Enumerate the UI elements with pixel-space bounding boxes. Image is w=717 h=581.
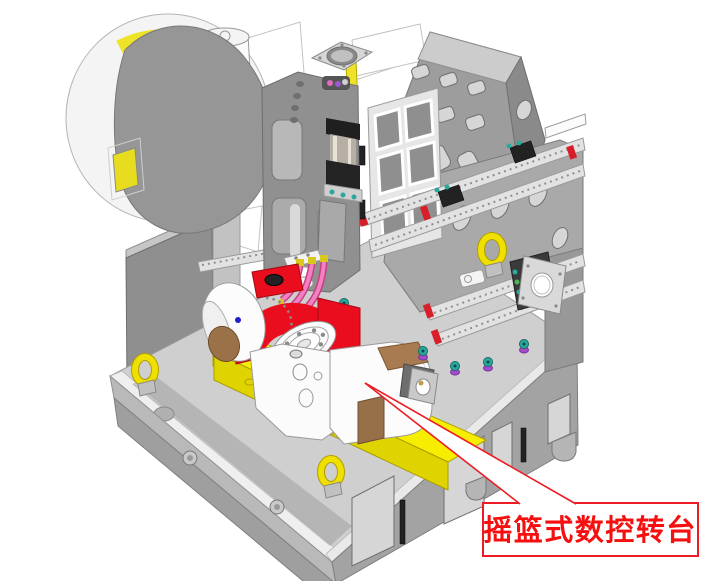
lifting-eyebolt	[317, 455, 345, 499]
rail-clamp-red	[419, 205, 432, 221]
spindle-slide	[317, 199, 347, 263]
bed-slot	[399, 499, 406, 545]
brown-cover	[377, 341, 429, 371]
rail-carriage	[434, 184, 465, 208]
bolt	[450, 361, 460, 376]
column-pillar	[290, 204, 300, 258]
spindle-motor	[323, 118, 363, 203]
leader-line	[364, 382, 577, 505]
spindle-motor-flange	[310, 41, 374, 71]
rail-carriage	[506, 140, 537, 164]
callout: 摇篮式数控转台	[364, 382, 699, 557]
machine-foot	[465, 475, 487, 501]
magazine-window	[112, 147, 139, 193]
fastener-bolts	[418, 339, 529, 376]
rail-clamp-red	[422, 303, 435, 319]
machine-foot	[551, 431, 577, 462]
column-cutout	[271, 197, 307, 255]
end-encoder	[399, 363, 439, 405]
rail-clamp-red	[566, 145, 578, 160]
leader-line	[364, 382, 521, 505]
cradle-body	[249, 343, 351, 441]
lifting-eyebolt	[131, 353, 159, 397]
rotary-table	[201, 263, 488, 491]
trunnion-drum	[201, 282, 293, 363]
hose-fitting	[296, 259, 304, 266]
hose-fitting	[308, 257, 316, 264]
blue-indicator	[235, 317, 241, 323]
bolt	[418, 346, 428, 361]
white-tab	[459, 269, 486, 288]
column-cutout	[271, 119, 303, 181]
spindle-column	[261, 41, 374, 315]
bolt	[519, 339, 529, 354]
saddle	[422, 232, 586, 347]
tool-magazine	[65, 13, 359, 234]
bed-slot	[520, 427, 527, 463]
rail-end-stub	[544, 113, 587, 139]
feed-motor-mount	[509, 251, 567, 315]
scale-marks	[265, 296, 293, 341]
callout-label: 摇篮式数控转台	[483, 513, 697, 547]
hose-fitting	[320, 255, 328, 262]
bolt	[483, 357, 493, 372]
callout-box	[482, 502, 699, 557]
x-axis-rails	[353, 113, 587, 253]
brown-door	[357, 395, 385, 445]
brown-end-cap	[207, 325, 241, 363]
lifting-eyebolt	[477, 232, 507, 279]
rail-clamp-red	[430, 329, 443, 345]
coupling	[322, 76, 350, 90]
